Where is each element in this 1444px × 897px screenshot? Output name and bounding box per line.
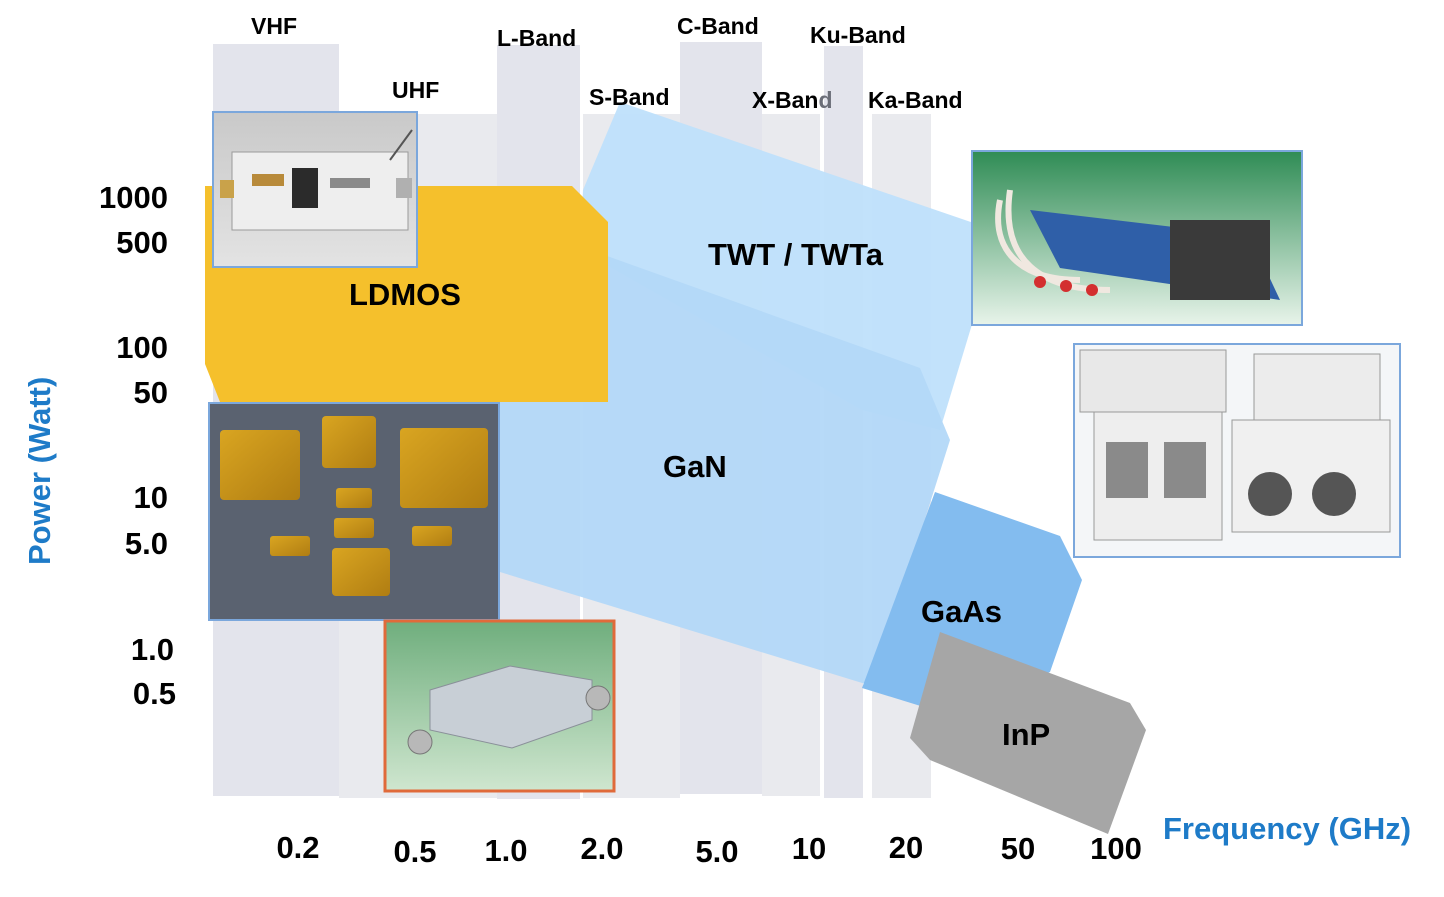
band-label-l-band: L-Band <box>497 25 577 51</box>
gaas-region <box>862 492 1082 712</box>
ldmos-board-photo <box>212 111 418 268</box>
gan-label: GaN <box>663 449 727 484</box>
y-tick-label: 5.0 <box>124 526 168 561</box>
band-label-x-band-tail: d <box>818 87 833 113</box>
inp-region <box>910 632 1146 834</box>
x-axis-title: Frequency (GHz) <box>1163 811 1412 846</box>
x-tick-label: 10 <box>791 831 827 866</box>
x-tick-label: 0.5 <box>393 834 437 869</box>
twt-region <box>580 102 1000 430</box>
x-tick-label: 0.2 <box>276 830 320 865</box>
band-label-x-band-main: X-Ban <box>752 87 819 113</box>
teledyne-module-photo <box>383 619 616 793</box>
y-tick-label: 0.5 <box>132 676 176 711</box>
band-label-x-band: X-Band <box>752 87 833 114</box>
x-tick-label: 50 <box>1000 831 1036 866</box>
x-tick-label: 1.0 <box>484 833 528 868</box>
twt-label: TWT / TWTa <box>708 237 884 272</box>
x-tick-label: 5.0 <box>695 834 739 869</box>
y-tick-label: 10 <box>133 480 168 515</box>
ldmos-label: LDMOS <box>349 277 461 312</box>
y-axis-title: Power (Watt) <box>22 376 57 565</box>
gaas-label: GaAs <box>921 594 1002 629</box>
band-label-c-band: C-Band <box>677 13 759 39</box>
y-tick-label: 50 <box>133 375 168 410</box>
gold-amplifiers-photo <box>208 402 500 621</box>
band-label-ka-band: Ka-Band <box>868 87 963 113</box>
inp-label: InP <box>1002 717 1051 752</box>
y-tick-label: 500 <box>116 225 168 260</box>
band-label-s-band: S-Band <box>589 84 670 110</box>
twt-assembly-photo <box>971 150 1303 326</box>
band-label-vhf: VHF <box>251 13 297 39</box>
band-label-ku-band: Ku-Band <box>810 22 906 48</box>
x-tick-label: 100 <box>1090 831 1142 866</box>
rack-amplifiers-photo <box>1073 343 1401 558</box>
y-tick-label: 1000 <box>99 180 168 215</box>
x-tick-label: 20 <box>888 830 924 865</box>
band-label-uhf: UHF <box>392 77 440 103</box>
x-tick-label: 2.0 <box>580 831 624 866</box>
y-tick-label: 1.0 <box>130 632 174 667</box>
y-tick-label: 100 <box>116 330 168 365</box>
